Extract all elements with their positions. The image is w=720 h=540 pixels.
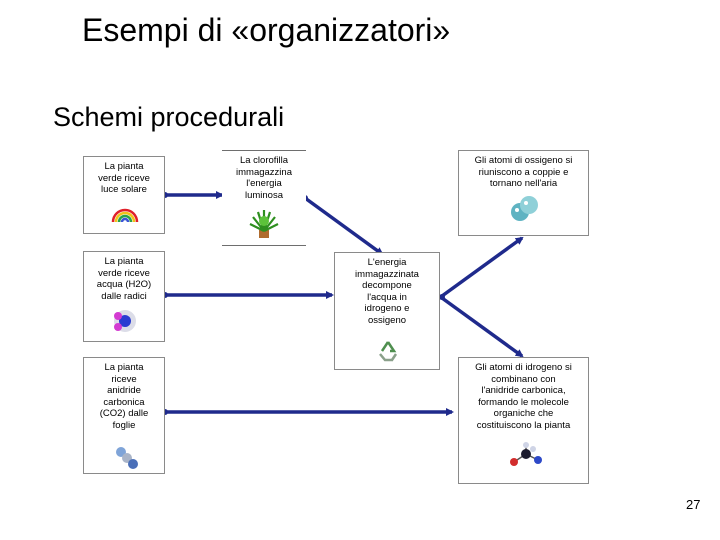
- recycle-icon: [379, 341, 398, 362]
- step-split-box: L'energia immagazzinata decompone l'acqu…: [334, 252, 440, 370]
- oxygen-molecule-icon: [511, 196, 538, 221]
- water-molecule-icon: [114, 310, 136, 332]
- slide-subtitle: Schemi procedurali: [53, 102, 285, 132]
- step-co2-text: La pianta riceve anidride carbonica (CO2…: [99, 362, 149, 431]
- organic-molecule-icon: [510, 442, 542, 466]
- arrow-split-to-oxygen: [440, 236, 524, 298]
- page-number: 27: [686, 497, 701, 512]
- arrow-chlorophyll-to-split: [303, 196, 384, 256]
- step-chlorophyll-text: La clorofilla immagazzina l'energia lumi…: [236, 155, 292, 201]
- arrow-dot-split: [439, 294, 445, 300]
- step-split-text: L'energia immagazzinata decompone l'acqu…: [355, 257, 419, 326]
- arrow-split-to-hydrogen: [440, 296, 524, 358]
- step-water-text: La pianta verde riceve acqua (H2O) dalle…: [96, 256, 152, 302]
- step-water-box: La pianta verde riceve acqua (H2O) dalle…: [83, 251, 165, 342]
- step-chlorophyll-box: La clorofilla immagazzina l'energia lumi…: [222, 150, 306, 246]
- rainbow-icon: [111, 208, 139, 223]
- step-co2-box: La pianta riceve anidride carbonica (CO2…: [83, 357, 165, 474]
- slide-title: Esempi di «organizzatori»: [82, 12, 451, 48]
- step-oxygen-text: Gli atomi di ossigeno si riuniscono a co…: [474, 155, 573, 189]
- step-oxygen-box: Gli atomi di ossigeno si riuniscono a co…: [458, 150, 589, 236]
- plant-icon: [249, 210, 279, 238]
- step-hydrogen-text: Gli atomi di idrogeno si combinano con l…: [475, 362, 572, 431]
- step-light-box: La pianta verde riceve luce solare: [83, 156, 165, 234]
- co2-molecule-icon: [116, 447, 138, 469]
- step-light-text: La pianta verde riceve luce solare: [98, 161, 150, 195]
- step-hydrogen-box: Gli atomi di idrogeno si combinano con l…: [458, 357, 589, 484]
